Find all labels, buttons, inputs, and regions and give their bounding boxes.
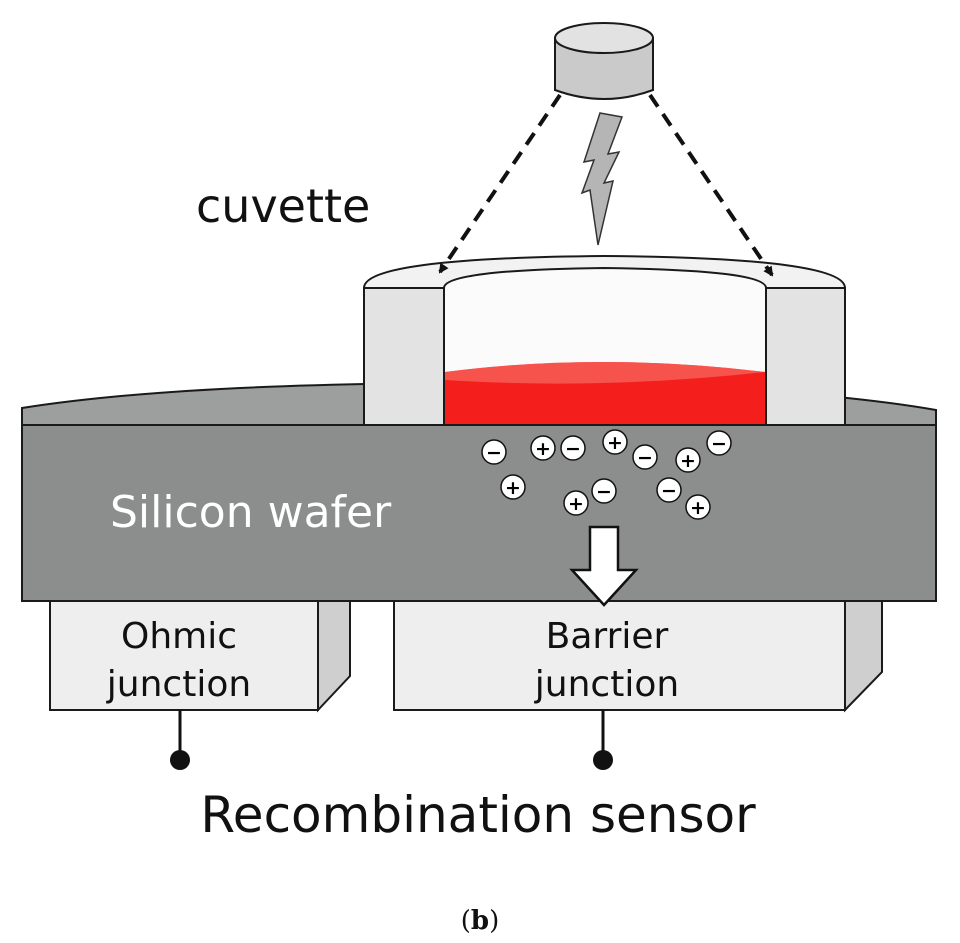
svg-text:−: − bbox=[711, 433, 727, 455]
light-beam-left bbox=[438, 93, 562, 274]
ohmic-junction-label-line1: Ohmic bbox=[121, 616, 237, 657]
svg-text:+: + bbox=[568, 493, 584, 515]
svg-text:−: − bbox=[486, 442, 502, 464]
charge-carriers: − + − + − + − + − + + − bbox=[481, 429, 732, 520]
charge-carrier: − bbox=[706, 430, 732, 456]
charge-carrier: + bbox=[685, 494, 711, 520]
lightning-bolt-icon bbox=[580, 112, 624, 246]
svg-text:+: + bbox=[505, 477, 521, 499]
caption-close-paren: ) bbox=[489, 906, 499, 936]
svg-text:+: + bbox=[690, 497, 706, 519]
caption-open-paren: ( bbox=[461, 906, 471, 936]
barrier-electrode bbox=[593, 710, 613, 770]
light-beam-right bbox=[648, 93, 774, 277]
cuvette-wall-left bbox=[363, 287, 445, 426]
charge-carrier: + bbox=[500, 474, 526, 500]
charge-carrier: − bbox=[656, 477, 682, 503]
charge-carrier: − bbox=[560, 435, 586, 461]
silicon-wafer bbox=[21, 424, 937, 602]
ohmic-electrode bbox=[170, 710, 190, 770]
svg-text:−: − bbox=[637, 447, 653, 469]
silicon-wafer-label: Silicon wafer bbox=[110, 487, 392, 538]
charge-carrier: + bbox=[675, 447, 701, 473]
down-arrow-icon bbox=[569, 525, 639, 607]
charge-carrier: + bbox=[563, 490, 589, 516]
charge-carrier: + bbox=[602, 429, 628, 455]
figure-caption: (b) bbox=[461, 906, 500, 936]
ohmic-junction-block bbox=[49, 600, 351, 713]
charge-carrier: − bbox=[632, 444, 658, 470]
cuvette bbox=[362, 254, 847, 426]
recombination-sensor-label: Recombination sensor bbox=[200, 786, 756, 844]
svg-text:−: − bbox=[661, 480, 677, 502]
svg-text:+: + bbox=[535, 438, 551, 460]
barrier-junction-block bbox=[393, 600, 883, 713]
light-source bbox=[554, 22, 654, 100]
ohmic-junction-label-line2: junction bbox=[106, 664, 251, 705]
svg-text:+: + bbox=[607, 432, 623, 454]
charge-carrier: − bbox=[481, 439, 507, 465]
charge-carrier: + bbox=[530, 435, 556, 461]
svg-text:−: − bbox=[565, 438, 581, 460]
svg-text:+: + bbox=[680, 450, 696, 472]
svg-text:−: − bbox=[596, 481, 612, 503]
barrier-junction-label-line1: Barrier bbox=[546, 616, 669, 657]
barrier-junction-label-line2: junction bbox=[534, 664, 679, 705]
charge-carrier: − bbox=[591, 478, 617, 504]
cuvette-label: cuvette bbox=[196, 179, 370, 233]
caption-letter: b bbox=[471, 906, 489, 936]
cuvette-wall-right bbox=[765, 287, 846, 426]
